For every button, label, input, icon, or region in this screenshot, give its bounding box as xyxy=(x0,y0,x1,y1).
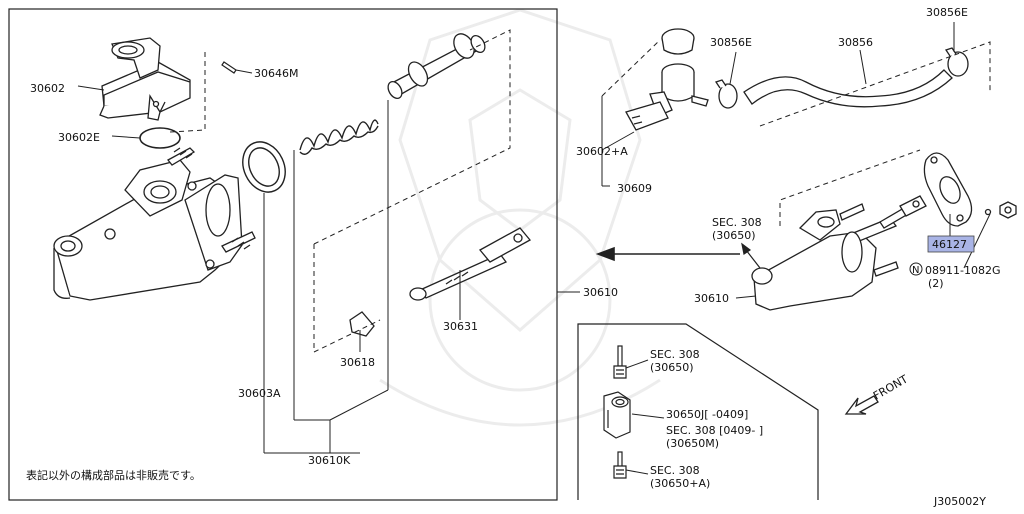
note-not-sold: 表記以外の構成部品は非販売です。 xyxy=(26,468,201,482)
gasket-46127[interactable] xyxy=(923,152,973,227)
clevis-rod[interactable] xyxy=(879,195,927,229)
label-30602E: 30602E xyxy=(58,131,100,144)
ref-inset-b-3[interactable]: (30650M) xyxy=(666,437,719,450)
ref-sec-308-main-1[interactable]: SEC. 308 xyxy=(712,216,762,229)
leader-lines-inset xyxy=(625,359,665,475)
connector-30650J[interactable] xyxy=(603,391,631,439)
ref-sec-308-main-2[interactable]: (30650) xyxy=(712,229,756,242)
front-label: FRONT xyxy=(871,372,910,402)
hose-clamp-30856E-b[interactable] xyxy=(944,47,969,77)
label-30602A: 30602+A xyxy=(576,145,628,158)
ref-inset-c-1[interactable]: SEC. 308 xyxy=(650,464,700,477)
reservoir-cap[interactable] xyxy=(661,28,695,55)
label-30856: 30856 xyxy=(838,36,873,49)
sec-arrow-small xyxy=(741,242,761,269)
label-30631: 30631 xyxy=(443,320,478,333)
leader-lines-main xyxy=(77,69,580,454)
pin-part-30646M[interactable] xyxy=(221,61,237,74)
leader-lines-assembly xyxy=(735,213,991,299)
front-arrow-icon xyxy=(844,395,879,415)
hose-30856[interactable] xyxy=(743,69,953,108)
clip-part-30618[interactable] xyxy=(349,311,375,337)
reservoir-tank[interactable] xyxy=(625,63,709,131)
label-08911-1082G: 08911-1082G xyxy=(925,264,1000,277)
label-30610-main: 30610 xyxy=(583,286,618,299)
hose-clamp-30856E-a[interactable] xyxy=(714,79,738,109)
reservoir-part-30602[interactable] xyxy=(99,37,191,121)
label-30603A: 30603A xyxy=(238,387,281,400)
label-bolt-qty: (2) xyxy=(928,277,944,290)
highlight-46127[interactable] xyxy=(927,235,975,253)
assembled-master-cylinder[interactable] xyxy=(751,203,899,311)
piston-rod-part[interactable] xyxy=(385,30,487,101)
label-30610-right: 30610 xyxy=(694,292,729,305)
master-cylinder-body[interactable] xyxy=(53,147,256,301)
reference-arrow xyxy=(595,246,740,262)
ref-inset-b-2[interactable]: SEC. 308 [0409- ] xyxy=(666,424,763,437)
ref-inset-c-2[interactable]: (30650+A) xyxy=(650,477,710,490)
spring-part[interactable] xyxy=(299,119,379,155)
label-30609: 30609 xyxy=(617,182,652,195)
dashed-subassembly-frame xyxy=(169,29,511,353)
label-30618: 30618 xyxy=(340,356,375,369)
ref-inset-b-1: 30650J[ -0409] xyxy=(666,408,748,421)
diagram-code: J305002Y xyxy=(933,495,986,508)
label-30610K: 30610K xyxy=(308,454,351,467)
label-30856E-b: 30856E xyxy=(926,6,968,19)
nut-symbol-circle xyxy=(909,262,923,276)
inset-frame xyxy=(577,323,819,500)
nut-symbol-letter: N xyxy=(912,265,919,276)
label-46127: 46127 xyxy=(932,238,967,251)
label-30602: 30602 xyxy=(30,82,65,95)
label-30646M: 30646M xyxy=(254,67,298,80)
label-30856E-a: 30856E xyxy=(710,36,752,49)
nut-08911-1082G[interactable] xyxy=(984,201,1017,219)
dashed-reservoir-frame xyxy=(601,39,991,127)
bleeder-screw-top[interactable] xyxy=(613,345,627,379)
bleeder-screw-bottom[interactable] xyxy=(613,451,627,479)
seal-part-30603A[interactable] xyxy=(235,135,293,199)
leader-lines-reservoir xyxy=(601,22,955,187)
oring-part-30602E[interactable] xyxy=(139,127,181,149)
ref-inset-a-1[interactable]: SEC. 308 xyxy=(650,348,700,361)
pushrod-part-30631[interactable] xyxy=(409,227,532,301)
main-assembly-frame xyxy=(8,8,558,501)
ref-inset-a-2[interactable]: (30650) xyxy=(650,361,694,374)
